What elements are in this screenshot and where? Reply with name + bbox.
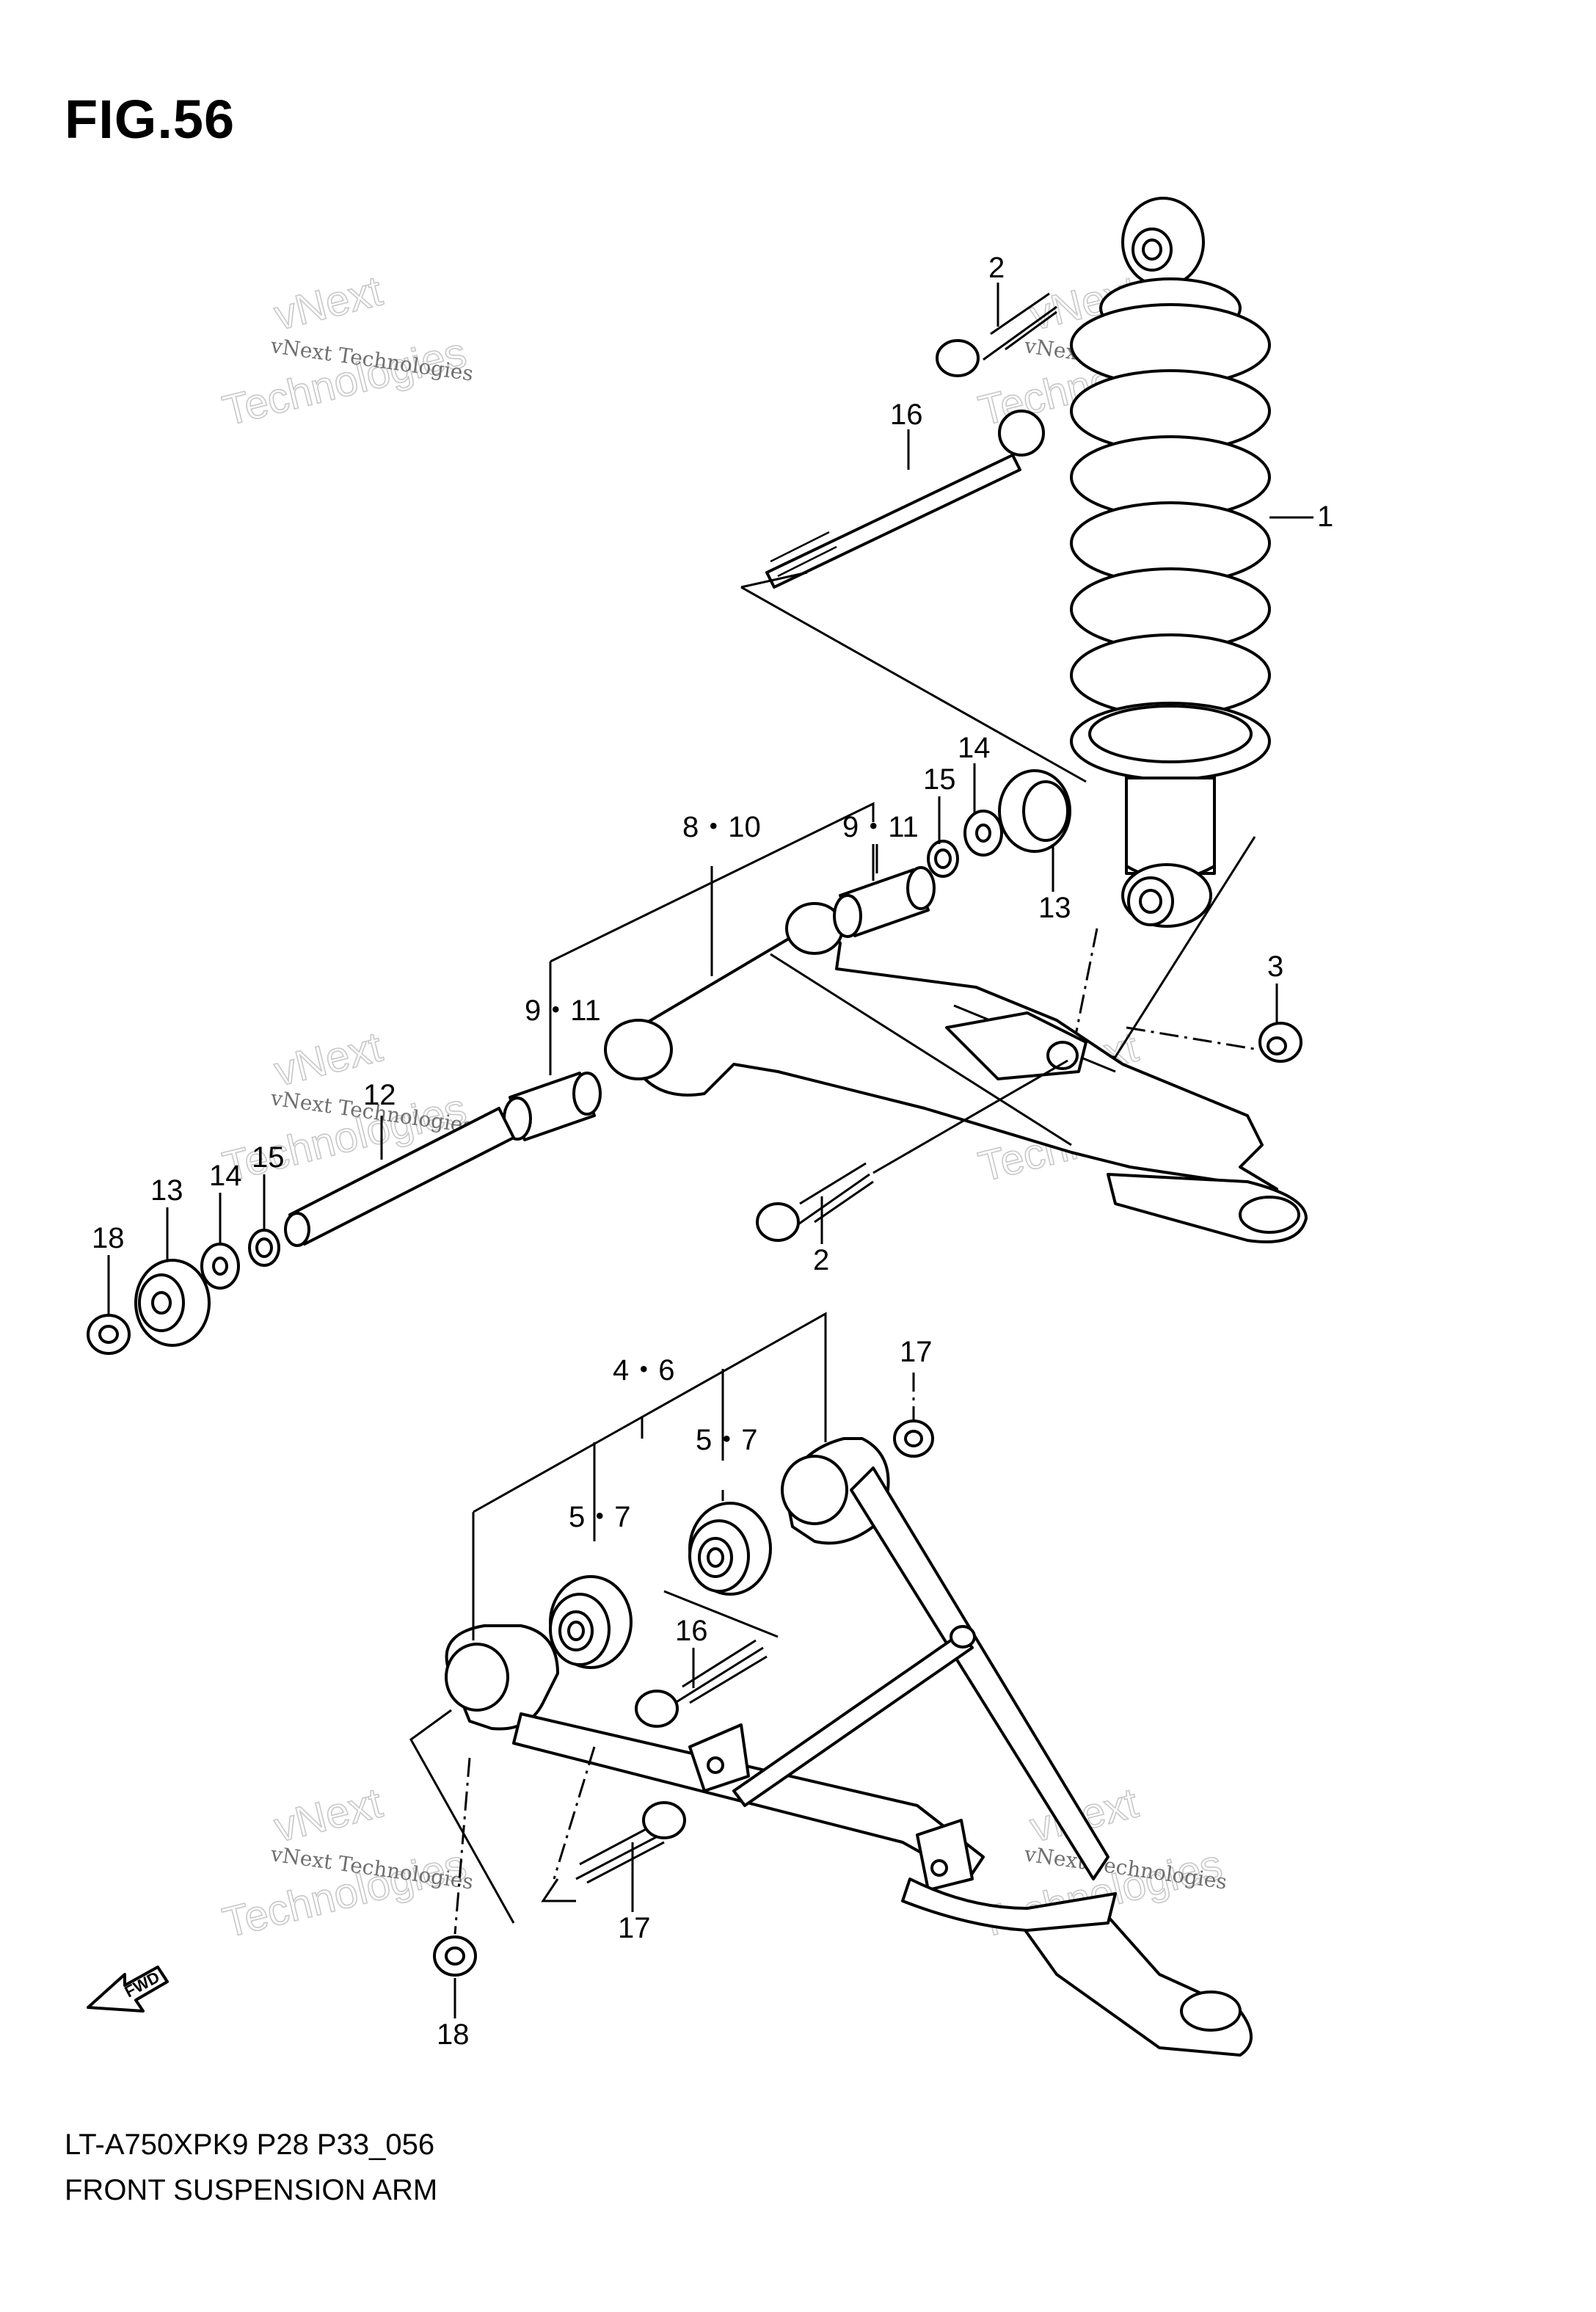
bolt-16-lower bbox=[635, 1639, 768, 1728]
watermark-bottom-left: vNext Technologies vNext Technologies bbox=[218, 1778, 475, 1948]
callout-18-upper: 18 bbox=[92, 1222, 125, 1254]
shaft-12 bbox=[284, 1107, 515, 1247]
guide-line-mid-bolt bbox=[872, 1059, 1068, 1174]
cap-13-right bbox=[998, 769, 1071, 853]
nut-18-lower bbox=[433, 1935, 477, 1977]
cap-13-left bbox=[134, 1259, 211, 1347]
figure-title: FIG.56 bbox=[65, 89, 236, 150]
guide-line-18-lower bbox=[453, 1757, 471, 1935]
sleeve-9-right bbox=[833, 866, 936, 938]
callout-17-bolt: 17 bbox=[618, 1912, 651, 1944]
bolt-2-top bbox=[936, 292, 1057, 377]
forward-arrow-icon: FWD bbox=[87, 1966, 169, 2013]
callout-9-11-left: 9・11 bbox=[525, 995, 601, 1027]
section-name: FRONT SUSPENSION ARM bbox=[65, 2174, 438, 2206]
upper-arm bbox=[604, 902, 1308, 1243]
watermark-top-left: vNext Technologies vNext Technologies bbox=[218, 266, 475, 436]
svg-text:vNext: vNext bbox=[269, 267, 387, 340]
callout-18-lower: 18 bbox=[437, 2018, 470, 2051]
callout-8-10: 8・10 bbox=[682, 811, 761, 843]
guide-line-16 bbox=[740, 586, 1087, 783]
bracket-lower-arm bbox=[472, 1312, 827, 1640]
bushing-5-a bbox=[549, 1575, 633, 1669]
callout-16: 16 bbox=[890, 399, 923, 431]
bolt-2-mid bbox=[756, 1162, 874, 1242]
callout-14-left: 14 bbox=[209, 1160, 242, 1192]
callout-12: 12 bbox=[363, 1079, 396, 1111]
long-bolt-16 bbox=[765, 410, 1045, 589]
callout-9-11-right: 9・11 bbox=[842, 811, 919, 843]
sleeve-9-left bbox=[503, 1072, 602, 1141]
nut-18-upper bbox=[87, 1314, 131, 1355]
guide-line-3 bbox=[1126, 1026, 1259, 1051]
guide-line-16b bbox=[740, 571, 808, 589]
guide-line-bolt-17b bbox=[541, 1878, 576, 1902]
callout-2-top: 2 bbox=[988, 252, 1005, 284]
svg-text:vNext: vNext bbox=[269, 1779, 387, 1852]
callout-2-mid: 2 bbox=[813, 1244, 829, 1276]
guide-line-18-lower-b bbox=[409, 1709, 515, 1924]
callout-15-left: 15 bbox=[252, 1141, 285, 1174]
nut-3 bbox=[1258, 1022, 1302, 1063]
callout-5-7-b: 5・7 bbox=[696, 1424, 758, 1456]
bolt-17 bbox=[575, 1801, 686, 1884]
washer-14-right bbox=[963, 810, 1003, 857]
shock-absorber bbox=[1070, 197, 1271, 928]
lower-arm bbox=[445, 1437, 1253, 2057]
seal-15-right bbox=[927, 840, 959, 878]
guide-line-bolt-17 bbox=[553, 1746, 596, 1880]
washer-14-left bbox=[200, 1243, 240, 1290]
bracket-upper-arm bbox=[549, 801, 875, 1075]
bushing-5-b bbox=[688, 1502, 772, 1596]
nut-17 bbox=[893, 1419, 934, 1458]
callout-5-7-a: 5・7 bbox=[569, 1501, 631, 1533]
callout-16-lower: 16 bbox=[675, 1615, 708, 1647]
callout-4-6: 4・6 bbox=[613, 1354, 675, 1386]
leader-lines bbox=[107, 283, 1313, 2018]
callout-3: 3 bbox=[1267, 950, 1283, 983]
model-code: LT-A750XPK9 P28 P33_056 bbox=[65, 2129, 435, 2161]
seal-15-left bbox=[248, 1229, 280, 1267]
callout-1: 1 bbox=[1317, 501, 1333, 533]
callout-14-right: 14 bbox=[958, 732, 991, 764]
callout-15-right: 15 bbox=[923, 763, 956, 796]
callout-13-left: 13 bbox=[150, 1174, 183, 1207]
callout-13-right: 13 bbox=[1038, 892, 1071, 924]
guide-line-16-lower bbox=[663, 1590, 779, 1638]
callout-17-nut: 17 bbox=[900, 1336, 933, 1368]
